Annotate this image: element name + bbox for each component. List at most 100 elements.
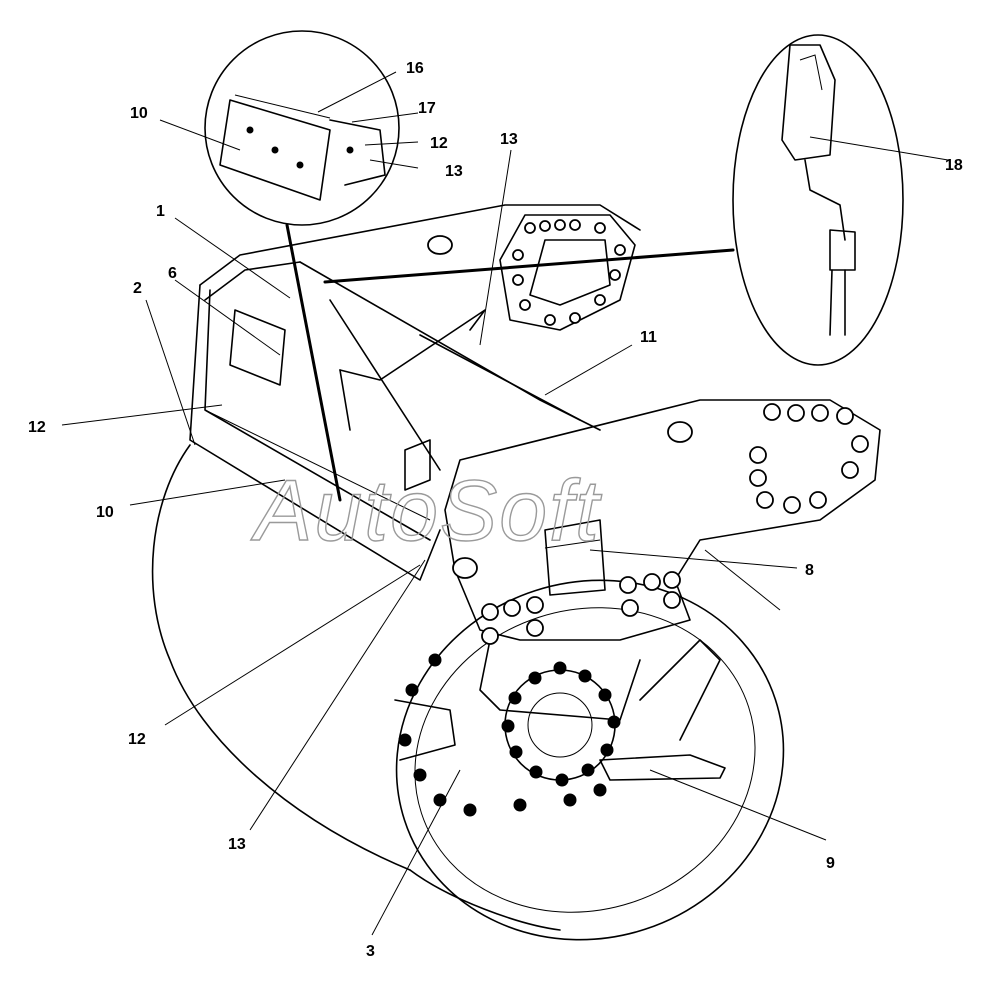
bolt bbox=[271, 146, 279, 154]
side-plate bbox=[444, 399, 881, 721]
mount-plate-top bbox=[499, 214, 636, 331]
scraper-bracket bbox=[599, 754, 726, 781]
mirror-detail bbox=[799, 54, 823, 91]
leader-13-bottom bbox=[249, 559, 426, 831]
mount-plate-bolts bbox=[512, 219, 626, 326]
drum-face-inner bbox=[414, 607, 756, 913]
hub-bolt bbox=[600, 743, 614, 757]
bolt bbox=[811, 404, 829, 422]
bolt bbox=[463, 803, 477, 817]
callout-11: 11 bbox=[640, 329, 657, 346]
leader-18 bbox=[809, 136, 949, 161]
hub-bolt bbox=[607, 715, 621, 729]
callout-12-bottom: 12 bbox=[128, 731, 146, 748]
detail-view-top-right bbox=[732, 34, 904, 366]
hub-bolt bbox=[528, 671, 542, 685]
callout-10-top: 10 bbox=[130, 105, 148, 122]
bolt bbox=[663, 571, 681, 589]
drum bbox=[151, 444, 785, 941]
bolt bbox=[513, 798, 527, 812]
side-plate-hole-top bbox=[667, 421, 693, 443]
detail-pointer-top-right bbox=[323, 248, 735, 284]
drum-top-edge bbox=[704, 549, 781, 611]
frame-left-panel bbox=[189, 284, 441, 581]
hub-bolt bbox=[553, 661, 567, 675]
frame-rail-10 bbox=[204, 409, 431, 521]
lower-bracket bbox=[479, 639, 641, 721]
callout-12-top: 12 bbox=[430, 135, 448, 152]
bolt bbox=[346, 146, 354, 154]
bolt bbox=[756, 491, 774, 509]
leader-6 bbox=[174, 279, 281, 356]
mirror-clamp bbox=[829, 229, 856, 271]
callout-3: 3 bbox=[366, 943, 375, 960]
detail-rail-edge bbox=[234, 94, 331, 119]
frame-beam-side bbox=[329, 299, 441, 471]
frame-top-rail bbox=[199, 204, 641, 286]
callout-labels: 16 10 17 12 13 13 1 6 2 12 10 11 18 8 12… bbox=[28, 60, 963, 960]
callout-9: 9 bbox=[826, 855, 835, 872]
leader-12-bottom bbox=[164, 564, 421, 726]
bolt bbox=[544, 314, 556, 326]
bolt bbox=[554, 219, 566, 231]
bolt bbox=[519, 299, 531, 311]
detail-ellipse-right bbox=[732, 34, 904, 366]
hub-bolt bbox=[509, 745, 523, 759]
hub-bolt bbox=[581, 763, 595, 777]
side-plate-bolts bbox=[481, 403, 869, 645]
detail-circle-top bbox=[204, 30, 400, 226]
hose-drop bbox=[339, 369, 351, 431]
bolt bbox=[246, 126, 254, 134]
leader-17 bbox=[351, 112, 419, 123]
bolt bbox=[526, 596, 544, 614]
bolt bbox=[787, 404, 805, 422]
callout-16: 16 bbox=[406, 60, 424, 77]
slot-detail bbox=[544, 539, 601, 549]
bolt bbox=[563, 793, 577, 807]
bolt bbox=[569, 312, 581, 324]
detail-bracket bbox=[329, 119, 386, 186]
bolt bbox=[428, 653, 442, 667]
bolt bbox=[526, 619, 544, 637]
bolt bbox=[783, 496, 801, 514]
bolt bbox=[593, 783, 607, 797]
leader-10-left bbox=[129, 479, 286, 506]
bolt bbox=[619, 576, 637, 594]
callout-6: 6 bbox=[168, 265, 177, 282]
callout-17: 17 bbox=[418, 100, 436, 117]
hub-bolt bbox=[555, 773, 569, 787]
callout-13-center: 13 bbox=[500, 131, 518, 148]
bolt bbox=[512, 249, 524, 261]
bolt bbox=[749, 469, 767, 487]
bolt bbox=[763, 403, 781, 421]
bolt bbox=[614, 244, 626, 256]
leader-10-top bbox=[159, 119, 241, 151]
drum-left-outline bbox=[151, 444, 411, 871]
hub-ring bbox=[504, 669, 616, 781]
bolt bbox=[609, 269, 621, 281]
bolt bbox=[621, 599, 639, 617]
detail-pointer-top-left bbox=[285, 223, 342, 502]
bolt bbox=[594, 222, 606, 234]
leader-11 bbox=[544, 344, 633, 396]
bolt bbox=[539, 220, 551, 232]
leader-1 bbox=[174, 217, 291, 299]
leader-13-top bbox=[369, 159, 419, 169]
frame-hole bbox=[427, 235, 453, 255]
callout-1: 1 bbox=[156, 203, 165, 220]
bolt bbox=[841, 461, 859, 479]
bolt bbox=[296, 161, 304, 169]
hub-bolt bbox=[529, 765, 543, 779]
bolt bbox=[481, 627, 499, 645]
side-plate-hole-left bbox=[452, 557, 478, 579]
callout-13-top: 13 bbox=[445, 163, 463, 180]
hose-line bbox=[339, 309, 486, 381]
bolt bbox=[413, 768, 427, 782]
hub bbox=[501, 661, 621, 787]
leader-lines bbox=[61, 71, 949, 936]
cover-plate bbox=[229, 309, 286, 386]
bolt bbox=[643, 573, 661, 591]
bolt bbox=[749, 446, 767, 464]
leader-2 bbox=[145, 299, 196, 446]
bolt bbox=[836, 407, 854, 425]
